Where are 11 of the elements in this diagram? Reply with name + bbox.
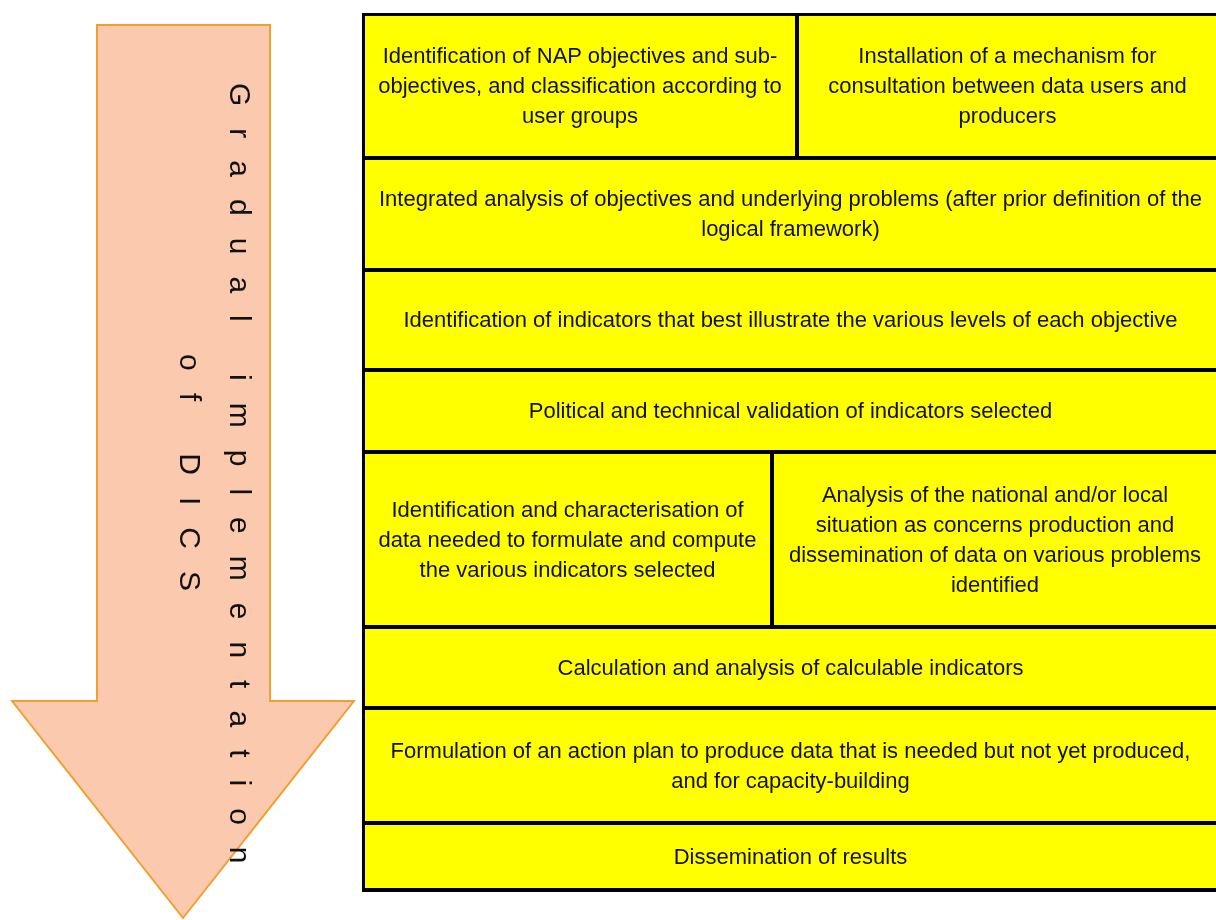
- step-box: Political and technical validation of indicators selected: [363, 370, 1216, 452]
- step-box: Identification and characterisation of data needed to formulate and compute the various indicators selected: [363, 452, 772, 627]
- step-box: Installation of a mechanism for consultation between data users and producers: [797, 14, 1216, 158]
- step-box: Integrated analysis of objectives and underlying problems (after prior definition of the logical framework): [363, 158, 1216, 270]
- step-box: Calculation and analysis of calculable indicators: [363, 627, 1216, 708]
- step-box: Identification of indicators that best illustrate the various levels of each objective: [363, 270, 1216, 370]
- step-box: Dissemination of results: [363, 823, 1216, 890]
- step-box: Formulation of an action plan to produce data that is needed but not yet produced, and for capacity-building: [363, 708, 1216, 823]
- step-box: Analysis of the national and/or local situation as concerns production and dissemination of data on various problems identified: [772, 452, 1216, 627]
- step-box: Identification of NAP objectives and sub-objectives, and classification according to user groups: [363, 14, 797, 158]
- vertical-label: Gradual implementation of DICS: [173, 81, 258, 888]
